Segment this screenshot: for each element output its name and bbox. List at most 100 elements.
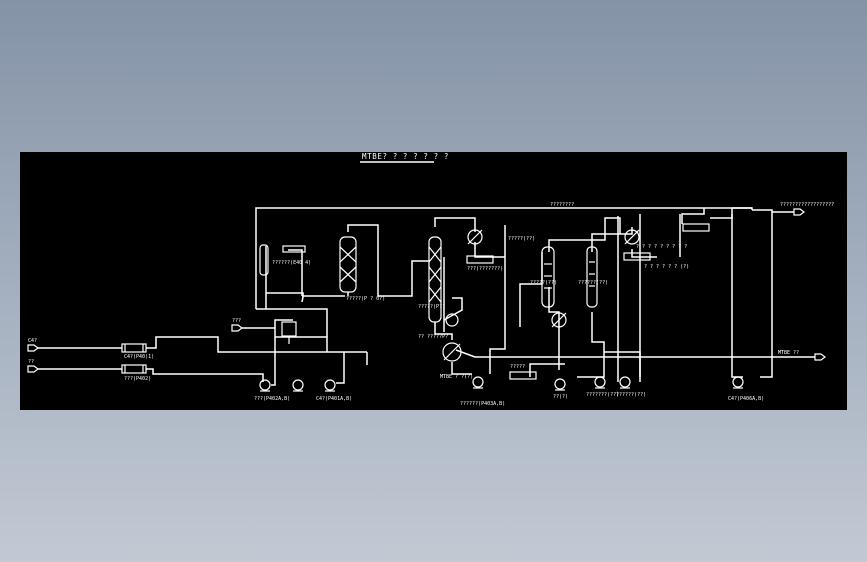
label-product-mtbe: MTBE ?? (778, 350, 799, 356)
column-2-exchanger (551, 312, 567, 328)
col1-pump-discharge (489, 225, 506, 374)
column-1-condenser-slash (467, 229, 483, 245)
vessel1-side (266, 292, 304, 303)
condenser-top (681, 208, 705, 224)
label-pump-a: ??(?) (553, 394, 568, 400)
label-feed-methanol: ?? (28, 359, 34, 365)
heater-methanol (121, 364, 147, 374)
col2-bottom (548, 287, 560, 370)
label-pump-b: ???????(??) (586, 392, 619, 398)
outer-right (752, 209, 773, 378)
label-col1-reb2: ?? ?????P? (418, 334, 448, 340)
bottom-exchanger-slash (443, 343, 461, 361)
column-3-condenser (624, 229, 640, 245)
col3-cond (631, 249, 657, 258)
pump-col1-body (472, 376, 484, 388)
column-1-x2 (428, 246, 442, 263)
label-heater1: C4?(P40)1) (124, 354, 154, 360)
mtbe-product-arrow (814, 353, 826, 361)
column-2 (541, 246, 555, 308)
label-top-line: ???????? (550, 202, 574, 208)
column-1-reboiler (445, 313, 459, 327)
header-end (732, 207, 753, 210)
process-flow-diagram: MTBE? ? ? ? ? ? ? (20, 152, 847, 410)
bottom-hx-line (529, 363, 565, 377)
condenser-line (710, 208, 733, 219)
pump-b (594, 376, 606, 389)
labels: C4? ?? C4?(P40)1) ???(P402) ???(P402A,B)… (28, 202, 834, 407)
heater2-outlet (146, 368, 264, 382)
label-col3-cond: ? ? ? ? ? ? ? ? ? (636, 244, 687, 250)
label-feed-c4: C4? (28, 338, 37, 344)
col1-bottom-line (434, 322, 453, 340)
label-col1-cond: ???(???????) (467, 266, 503, 272)
col1-cond-line (474, 242, 498, 258)
label-pump-c4: C4?(P406A,B) (728, 396, 764, 402)
piping (38, 207, 815, 386)
pump-b-body (594, 376, 606, 388)
label-small-feed: ??? (232, 318, 241, 324)
column-1-condenser (467, 229, 483, 245)
top-header (255, 207, 752, 309)
col3-link (604, 351, 641, 377)
reactor-1-x4 (339, 266, 357, 283)
label-col3-cond2: ? ? ? ? ? ? (?) (644, 264, 689, 270)
right-vertical (731, 214, 743, 378)
col1-to-pump (451, 362, 472, 375)
pump-drum-body (292, 379, 304, 391)
reactor-1-x2 (339, 246, 357, 263)
reactor-1 (339, 236, 357, 293)
col2-overhead (548, 217, 621, 252)
label-pump-c: ??????(??) (616, 392, 646, 398)
pump-c4 (324, 379, 336, 392)
pump-col1 (472, 376, 484, 389)
column-3 (586, 246, 598, 308)
label-reactor1: ?????(P ? 0?) (346, 296, 385, 302)
col1-overhead (434, 217, 476, 232)
exchanger-1 (282, 245, 306, 253)
gas-out-arrow (793, 208, 805, 216)
col1-reboiler-line (443, 297, 463, 321)
pump-a-body (554, 378, 566, 390)
label-feed-pump-c4: C4?(P401A,B) (316, 396, 352, 402)
column-3-condenser-slash (624, 229, 640, 245)
drum (281, 321, 297, 337)
reactor-overhead (347, 224, 430, 297)
label-reactor-cond: ??????(E40 4) (272, 260, 311, 266)
label-hx-bottom: ????? (510, 364, 525, 370)
label-gas-out: ?????????????????? (780, 202, 834, 208)
diagram-canvas: MTBE? ? ? ? ? ? ? (27, 152, 834, 407)
label-col2-b: ?????(??) (530, 280, 557, 286)
label-col3: ??????(??) (578, 280, 608, 286)
col2-feed (519, 252, 543, 327)
heater1-outlet (146, 336, 367, 353)
column-1-x6 (428, 286, 442, 303)
pump-left-body (259, 379, 271, 391)
label-feed-pump-left: ???(P402A,B) (254, 396, 290, 402)
pump-left (259, 379, 271, 392)
mtbe-product-line (455, 349, 815, 358)
pump-c4-body (324, 379, 336, 391)
heater-c4 (121, 343, 147, 353)
pump-c4-right (732, 376, 744, 389)
pump-c4-right-body (732, 376, 744, 388)
pump-drum (292, 379, 304, 392)
left-loop (256, 308, 328, 337)
bottom-heater (509, 371, 537, 380)
c4-feed-arrow (27, 344, 39, 352)
vessel-1 (259, 244, 269, 276)
equipment (27, 208, 826, 392)
mixer-link (275, 336, 328, 352)
exchanger1-line (288, 249, 303, 296)
pump-left-line (271, 319, 293, 386)
overhead-condenser (682, 223, 710, 232)
column-1-x4 (428, 266, 442, 283)
label-col1-reb: ?????(P?) (418, 304, 445, 310)
label-heater2: ???(P402) (124, 376, 151, 382)
pump-c-body (619, 376, 631, 388)
pump-a (554, 378, 566, 391)
diagram-title: MTBE? ? ? ? ? ? ? (362, 152, 449, 161)
pump-c (619, 376, 631, 389)
column-2-exchanger-slash (551, 312, 567, 328)
c4-pump-line (336, 352, 345, 384)
